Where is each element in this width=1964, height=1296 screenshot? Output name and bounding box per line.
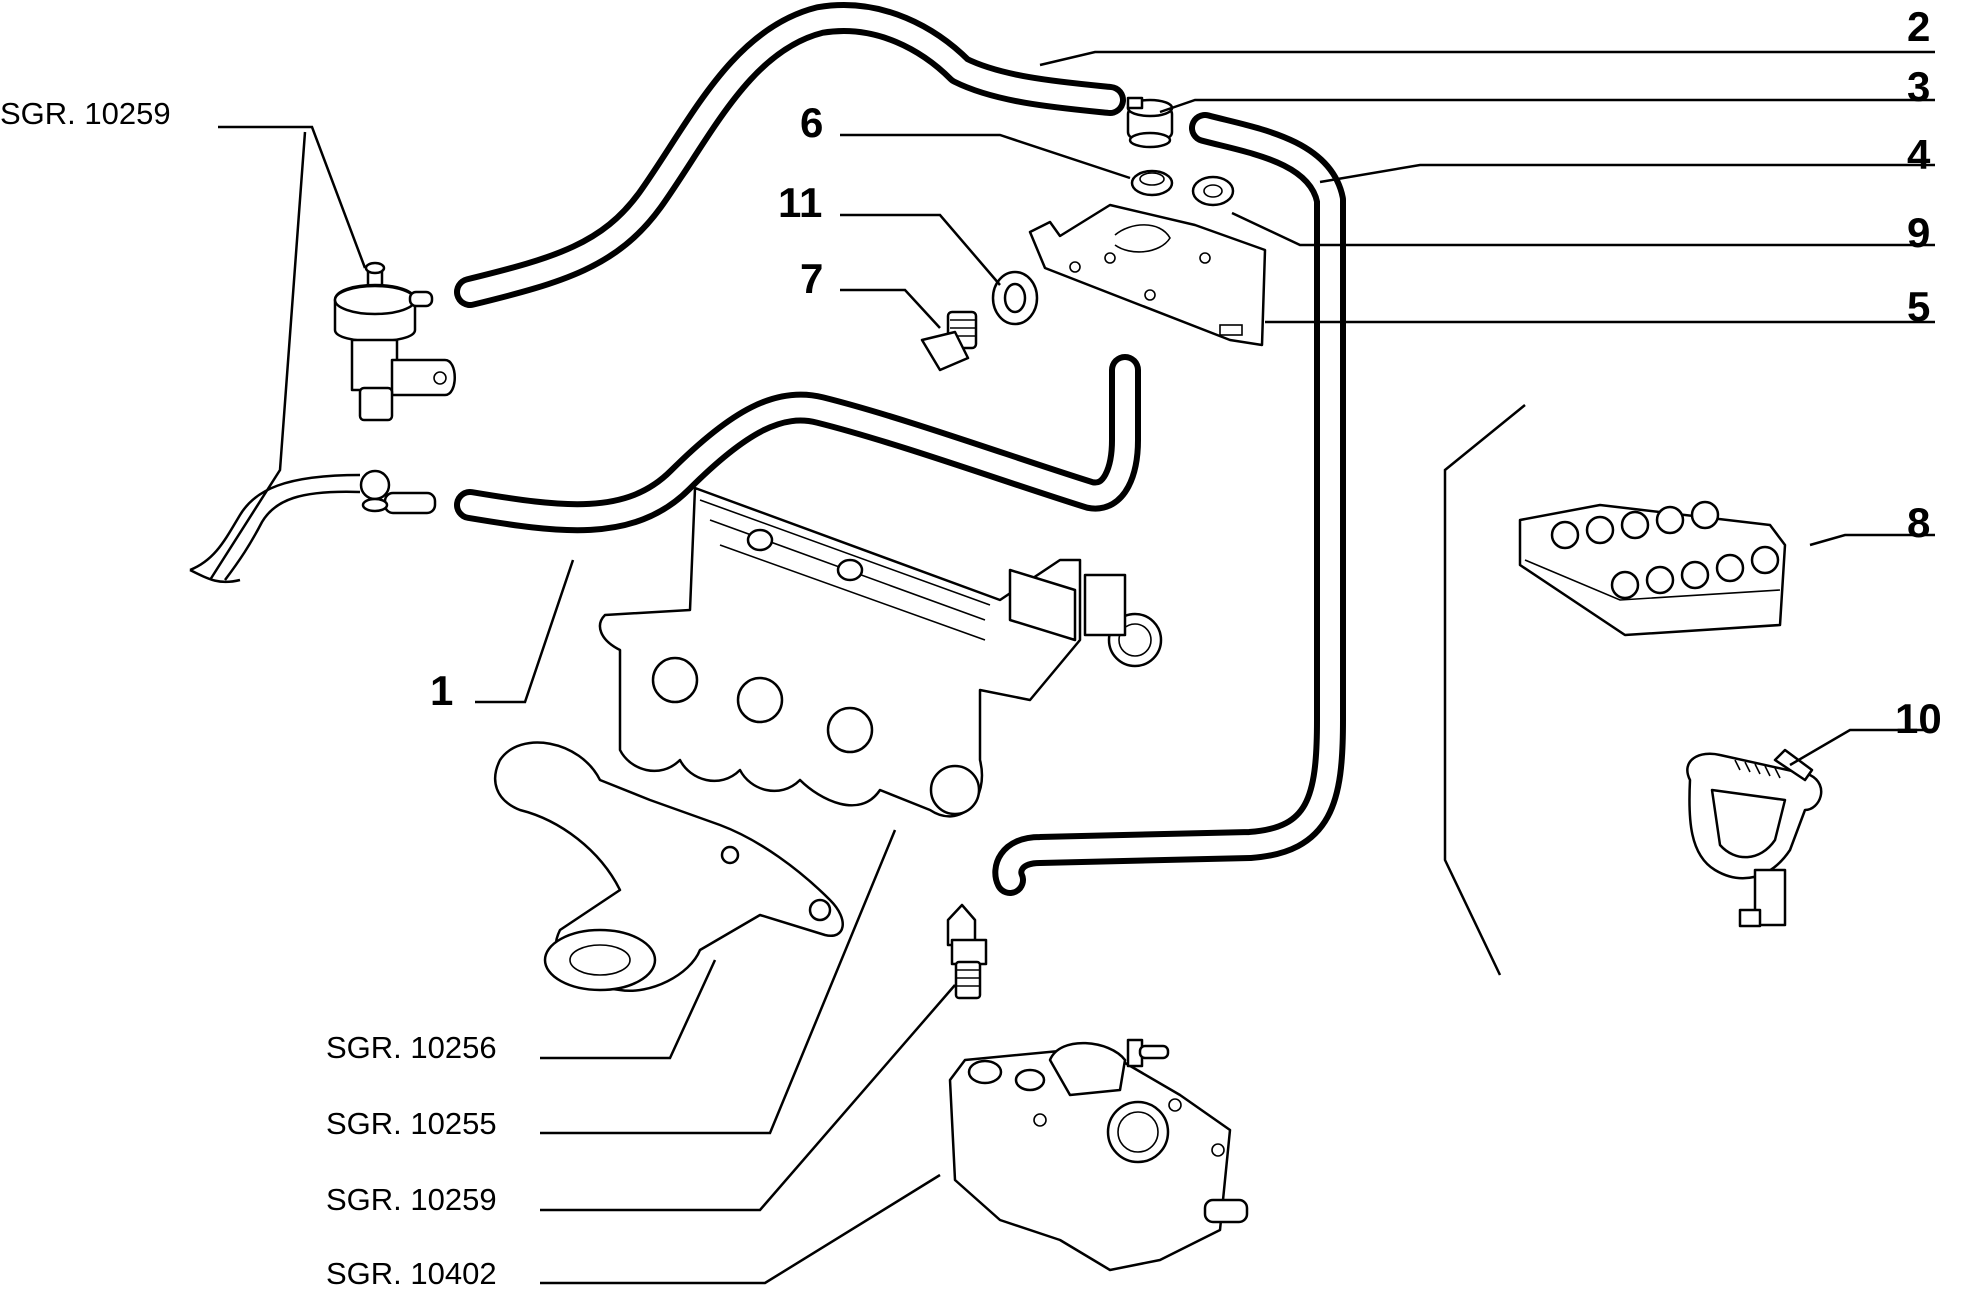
plug-7 [920, 310, 978, 372]
hose-clamp-10 [1686, 748, 1823, 928]
ref-top-left: SGR. 10259 [0, 96, 171, 131]
ref-exhaust-manifold: SGR. 10256 [326, 1030, 497, 1065]
hose-1 [454, 354, 1141, 534]
callout-5: 5 [1907, 283, 1931, 330]
valve-3 [1126, 96, 1174, 149]
callout-7: 7 [800, 255, 824, 302]
thermostat-housing [948, 1038, 1249, 1272]
group-bracket-line [1443, 404, 1526, 976]
bracket-5 [1028, 203, 1267, 347]
washer-11 [991, 270, 1039, 326]
callout-11: 11 [778, 179, 823, 226]
grommet-6 [1130, 169, 1174, 197]
hose-4 [992, 112, 1346, 896]
ref-thermostat-housing: SGR. 10402 [326, 1256, 497, 1291]
callout-9: 9 [1907, 209, 1931, 256]
callout-1: 1 [430, 667, 454, 714]
callout-8: 8 [1907, 499, 1931, 546]
pipe-fitting [189, 469, 437, 584]
ref-sensor: SGR. 10259 [326, 1182, 497, 1217]
intake-manifold [598, 486, 1163, 818]
callout-4: 4 [1907, 131, 1931, 178]
ref-intake-manifold: SGR. 10255 [326, 1106, 497, 1141]
callout-2: 2 [1907, 3, 1931, 50]
callout-3: 3 [1907, 63, 1931, 110]
leader-lines [208, 50, 1935, 1285]
nut-9 [1191, 175, 1235, 207]
exhaust-manifold [493, 741, 844, 993]
hose-2 [454, 2, 1126, 308]
clip-strip-8 [1518, 500, 1787, 637]
callout-6: 6 [800, 99, 824, 146]
callout-10: 10 [1895, 695, 1942, 742]
vacuum-valve [333, 261, 456, 422]
temperature-sensor [946, 903, 988, 1000]
